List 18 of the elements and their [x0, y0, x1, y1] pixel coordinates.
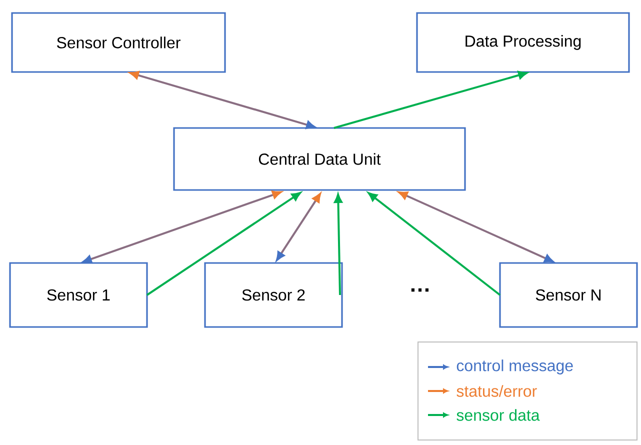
- process-box: Sensor 1: [9, 262, 148, 328]
- arrow: [334, 194, 342, 295]
- arrow: [82, 190, 282, 264]
- process-box: Data Processing: [416, 12, 630, 73]
- arrow: [334, 70, 528, 129]
- process-box: Sensor 2: [204, 262, 343, 328]
- ellipsis: …: [411, 288, 428, 292]
- legend-text: sensor data: [456, 409, 540, 421]
- legend-text: control message: [456, 360, 573, 374]
- legend-text: status/error: [456, 385, 537, 397]
- arrow: [398, 192, 554, 262]
- arrow: [130, 71, 316, 129]
- arrow: [146, 192, 301, 296]
- process-box: Sensor Controller: [11, 12, 226, 73]
- process-box: Sensor N: [499, 262, 638, 328]
- process-box: Central Data Unit: [173, 127, 466, 191]
- arrow: [368, 192, 501, 296]
- arrow: [276, 193, 321, 261]
